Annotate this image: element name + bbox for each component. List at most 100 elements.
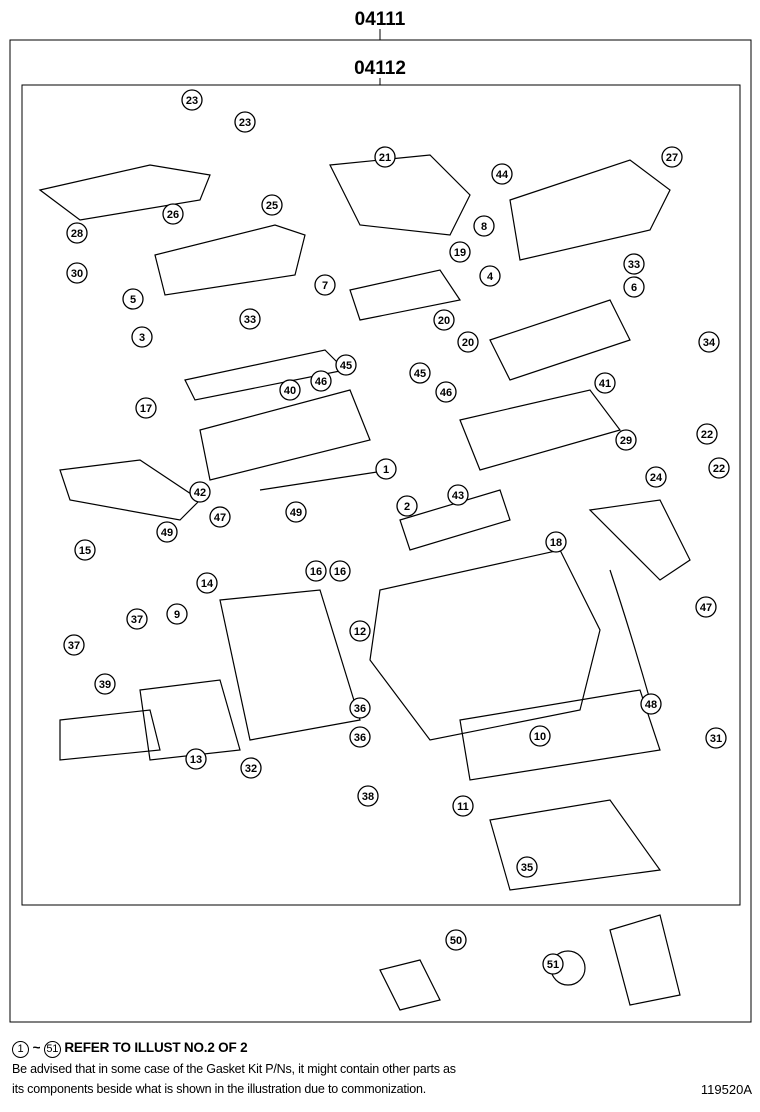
callout-circle [594,372,616,394]
callout-3: 3 [131,326,153,348]
callout-45: 45 [409,362,431,384]
callout-number: 25 [266,200,278,212]
callout-number: 22 [713,463,725,475]
timing-chain-cover [219,589,361,741]
callout-number: 20 [438,315,450,327]
callout-23: 23 [234,111,256,133]
callout-10: 10 [529,725,551,747]
callout-28: 28 [66,222,88,244]
callout-38: 38 [357,785,379,807]
callout-circle [126,608,148,630]
callout-circle [234,111,256,133]
callout-circle [185,748,207,770]
callout-14: 14 [196,572,218,594]
callout-circle [491,163,513,185]
callout-17: 17 [135,397,157,419]
callout-circle [94,673,116,695]
oil-pan-upper [459,689,661,781]
callout-number: 45 [414,368,426,380]
callout-number: 3 [139,332,145,344]
callout-35: 35 [516,856,538,878]
callout-circle [457,331,479,353]
callout-circle [445,929,467,951]
callout-51: 51 [542,953,564,975]
camshaft-housing [489,299,631,381]
callout-circle [645,466,667,488]
range-start-callout: 1 [12,1041,29,1058]
callout-6: 6 [623,276,645,298]
callout-18: 18 [545,531,567,553]
callout-21: 21 [374,146,396,168]
callout-circle [209,506,231,528]
callout-46: 46 [435,381,457,403]
callout-circle [708,457,730,479]
intake-plenum [329,154,471,236]
callout-37: 37 [63,634,85,656]
cylinder-head-cover-right [509,159,671,261]
callout-circle [314,274,336,296]
callout-number: 17 [140,403,152,415]
callout-36: 36 [349,697,371,719]
fuel-rail-part [38,164,211,221]
cylinder-block [369,549,601,741]
callout-4: 4 [479,265,501,287]
callout-number: 19 [454,247,466,259]
callout-22: 22 [708,457,730,479]
callout-number: 15 [79,545,91,557]
callout-number: 51 [547,959,559,971]
callout-circle [529,725,551,747]
callout-number: 32 [245,763,257,775]
callout-circle [449,241,471,263]
callout-number: 44 [496,169,509,181]
callout-number: 22 [701,429,713,441]
range-end-callout: 51 [43,1041,61,1058]
callout-circle [240,757,262,779]
callout-34: 34 [698,331,720,353]
callout-number: 49 [290,507,302,519]
callout-number: 35 [521,862,533,874]
callout-circle [705,727,727,749]
callout-49: 49 [285,501,307,523]
callout-20: 20 [457,331,479,353]
callout-15: 15 [74,539,96,561]
callout-circle [285,501,307,523]
callout-number: 10 [534,731,546,743]
callout-circle [409,362,431,384]
callout-23: 23 [181,89,203,111]
callout-47: 47 [695,596,717,618]
callout-number: 20 [462,337,474,349]
callout-number: 38 [362,791,374,803]
callout-31: 31 [705,727,727,749]
callout-circle [375,458,397,480]
callout-number: 23 [239,117,251,129]
callout-number: 12 [354,626,366,638]
exhaust-heat-insulator-right [588,499,691,581]
callout-number: 24 [650,472,663,484]
callout-circle [698,331,720,353]
callout-number: 36 [354,732,366,744]
water-pump-gasket [139,679,241,761]
callout-number: 13 [190,754,202,766]
oil-pan-lower [489,799,662,891]
callout-30: 30 [66,262,88,284]
callout-circle [122,288,144,310]
callout-11: 11 [452,795,474,817]
callout-circle [349,620,371,642]
callout-circle [661,146,683,168]
callout-circle [623,253,645,275]
callout-circle [66,262,88,284]
advisory-note-line-1: Be advised that in some case of the Gask… [12,1062,456,1076]
callout-number: 47 [700,602,712,614]
head-gasket-1 [259,469,391,491]
intake-boot [379,959,441,1011]
callout-44: 44 [491,163,513,185]
callout-circle [452,795,474,817]
callout-circle [696,423,718,445]
callout-45: 45 [335,354,357,376]
callout-number: 45 [340,360,352,372]
callout-19: 19 [449,241,471,263]
callout-43: 43 [447,484,469,506]
callout-number: 49 [161,527,173,539]
